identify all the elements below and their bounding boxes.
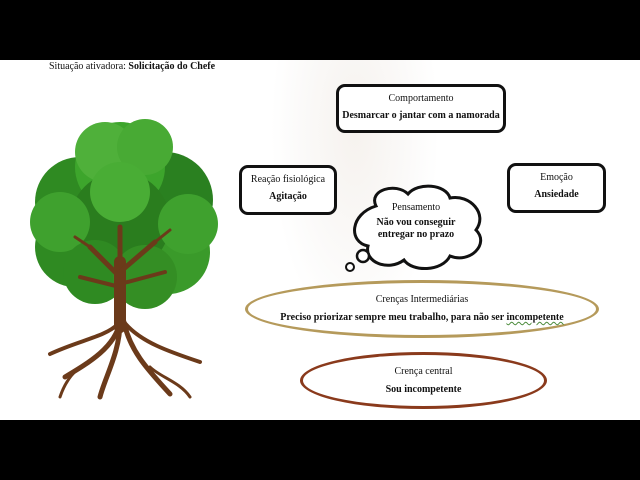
physiological-reaction-value: Agitação bbox=[269, 191, 307, 202]
thought-value: Não vou conseguir entregar no prazo bbox=[366, 217, 466, 241]
emotion-box: Emoção Ansiedade bbox=[507, 163, 606, 213]
intermediate-beliefs-text: Preciso priorizar sempre meu trabalho, p… bbox=[280, 312, 507, 323]
intermediate-beliefs-oval: Crenças Intermediárias Preciso priorizar… bbox=[245, 280, 599, 338]
behavior-value: Desmarcar o jantar com a namorada bbox=[342, 110, 500, 121]
slide: Situação ativadora: Solicitação do Chefe bbox=[0, 60, 640, 420]
activator-value: Solicitação do Chefe bbox=[128, 61, 216, 72]
physiological-reaction-label: Reação fisiológica bbox=[250, 174, 326, 185]
activator-prefix: Situação ativadora: bbox=[49, 61, 129, 72]
tree-illustration-icon bbox=[30, 119, 218, 400]
intermediate-beliefs-label: Crenças Intermediárias bbox=[375, 294, 469, 305]
thought-content: Pensamento Não vou conseguir entregar no… bbox=[366, 202, 466, 241]
thought-bubble-icon bbox=[345, 184, 483, 272]
core-belief-value: Sou incompetente bbox=[385, 384, 462, 395]
emotion-label: Emoção bbox=[540, 172, 573, 183]
physiological-reaction-box: Reação fisiológica Agitação bbox=[239, 165, 337, 215]
core-belief-oval: Crença central Sou incompetente bbox=[300, 352, 547, 409]
behavior-label: Comportamento bbox=[388, 93, 454, 104]
emotion-value: Ansiedade bbox=[534, 189, 579, 200]
core-belief-label: Crença central bbox=[394, 366, 453, 377]
intermediate-beliefs-value: Preciso priorizar sempre meu trabalho, p… bbox=[248, 312, 596, 323]
behavior-box: Comportamento Desmarcar o jantar com a n… bbox=[336, 84, 506, 133]
thought-value-line1: Não vou conseguir bbox=[376, 217, 456, 228]
thought-label: Pensamento bbox=[391, 202, 441, 213]
intermediate-beliefs-underlined: incompetente bbox=[506, 312, 564, 323]
activating-situation: Situação ativadora: Solicitação do Chefe bbox=[49, 61, 215, 72]
thought-value-line2: entregar no prazo bbox=[377, 229, 455, 240]
